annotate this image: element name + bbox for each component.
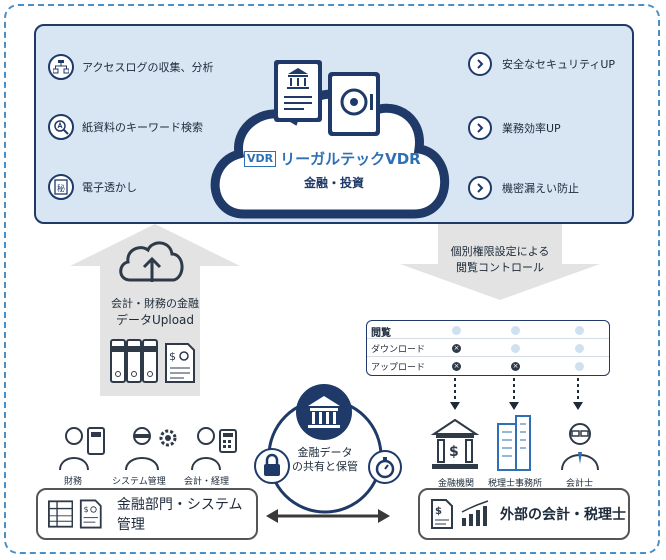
permission-table: 閲覧 ダウンロード × アップロード × × xyxy=(366,320,610,376)
feature-item: アクセスログの収集、分析 xyxy=(48,54,213,80)
svg-text:$: $ xyxy=(435,506,442,517)
benefit-label: 業務効率UP xyxy=(502,122,561,135)
benefit-label: 安全なセキュリティUP xyxy=(502,58,616,71)
denied-x-icon: × xyxy=(452,362,461,371)
binders-icon xyxy=(110,339,158,383)
allowed-dot-icon xyxy=(511,326,520,335)
internal-box-title: 金融部門・システム管理 xyxy=(116,497,243,533)
feature-item: 紙資料のキーワード検索 xyxy=(48,114,203,140)
invoice-icon: $ xyxy=(80,499,103,529)
vdr-cloud xyxy=(210,60,450,219)
workflow-icon xyxy=(48,54,74,80)
table-row: 閲覧 xyxy=(367,322,609,339)
role-label: 財務 xyxy=(64,477,83,487)
outer-frame xyxy=(4,4,660,554)
role-label: システム管理 xyxy=(112,477,166,487)
permission-caption: 個別権限設定による 閲覧コントロール xyxy=(450,245,550,274)
chevron-right-icon xyxy=(468,116,492,140)
vdr-feature-panel: アクセスログの収集、分析 紙資料のキーワード検索 秘 電子透かし xyxy=(34,24,634,224)
feature-item: 秘 電子透かし xyxy=(48,174,137,200)
bank-building-icon: $ xyxy=(430,418,480,469)
svg-text:秘: 秘 xyxy=(57,183,65,193)
vdr-logo: VDR xyxy=(244,150,277,167)
office-building-icon xyxy=(497,415,531,471)
internal-department-box: $ 金融部門・システム管理 xyxy=(36,488,258,540)
search-document-icon xyxy=(48,114,74,140)
bank-document-icon xyxy=(274,60,322,122)
external-accounting-box: $ 外部の会計・税理士 xyxy=(418,488,630,540)
denied-x-icon: × xyxy=(452,344,461,353)
invoice-icon: $ xyxy=(165,343,195,383)
cloud-upload-icon xyxy=(119,241,184,282)
product-subtitle: 金融・投資 xyxy=(304,176,365,190)
svg-text:$: $ xyxy=(84,504,89,514)
allowed-dot-icon xyxy=(575,326,584,335)
role-label: 会計士 xyxy=(566,479,594,489)
denied-x-icon: × xyxy=(511,362,520,371)
lock-icon xyxy=(254,448,290,484)
feature-label: 紙資料のキーワード検索 xyxy=(82,121,203,134)
chevron-right-icon xyxy=(468,176,492,200)
bank-icon xyxy=(296,384,352,440)
invoice-icon: $ xyxy=(431,499,453,529)
table-row: アップロード × × xyxy=(367,358,609,374)
role-label: 会計・経理 xyxy=(184,477,230,487)
product-name: リーガルテックVDR xyxy=(280,150,421,168)
svg-text:$: $ xyxy=(169,350,176,363)
center-caption: 金融データ の共有と保管 xyxy=(292,446,358,473)
accountant-glasses-icon xyxy=(561,423,599,471)
permission-connectors xyxy=(450,378,583,410)
bar-chart-icon xyxy=(461,500,489,526)
table-row: ダウンロード × xyxy=(367,340,609,357)
feature-label: アクセスログの収集、分析 xyxy=(82,61,214,74)
role-label: 税理士事務所 xyxy=(488,479,543,489)
finance-person-icon xyxy=(59,427,105,471)
svg-text:$: $ xyxy=(449,444,459,460)
safe-icon xyxy=(328,72,380,136)
benefit-label: 機密漏えい防止 xyxy=(502,182,579,195)
allowed-dot-icon xyxy=(575,344,584,353)
ledger-icon xyxy=(48,500,74,528)
permission-arrow xyxy=(400,224,600,300)
benefit-item: 安全なセキュリティUP xyxy=(468,52,615,76)
bidirectional-arrow xyxy=(266,509,390,523)
stopwatch-icon xyxy=(368,450,402,484)
external-box-title: 外部の会計・税理士 xyxy=(500,507,626,523)
allowed-dot-icon xyxy=(575,362,584,371)
product-title: VDR リーガルテックVDR xyxy=(244,148,421,169)
watermark-icon: 秘 xyxy=(48,174,74,200)
sysadmin-person-icon xyxy=(125,427,177,471)
feature-label: 電子透かし xyxy=(82,181,137,194)
role-label: 金融機関 xyxy=(438,479,475,489)
benefit-item: 機密漏えい防止 xyxy=(468,176,579,200)
upload-caption: 会計・財務の金融 データUpload xyxy=(111,297,199,327)
allowed-dot-icon xyxy=(511,344,520,353)
chevron-right-icon xyxy=(468,52,492,76)
benefit-item: 業務効率UP xyxy=(468,116,561,140)
allowed-dot-icon xyxy=(452,326,461,335)
accountant-person-icon xyxy=(191,427,237,471)
